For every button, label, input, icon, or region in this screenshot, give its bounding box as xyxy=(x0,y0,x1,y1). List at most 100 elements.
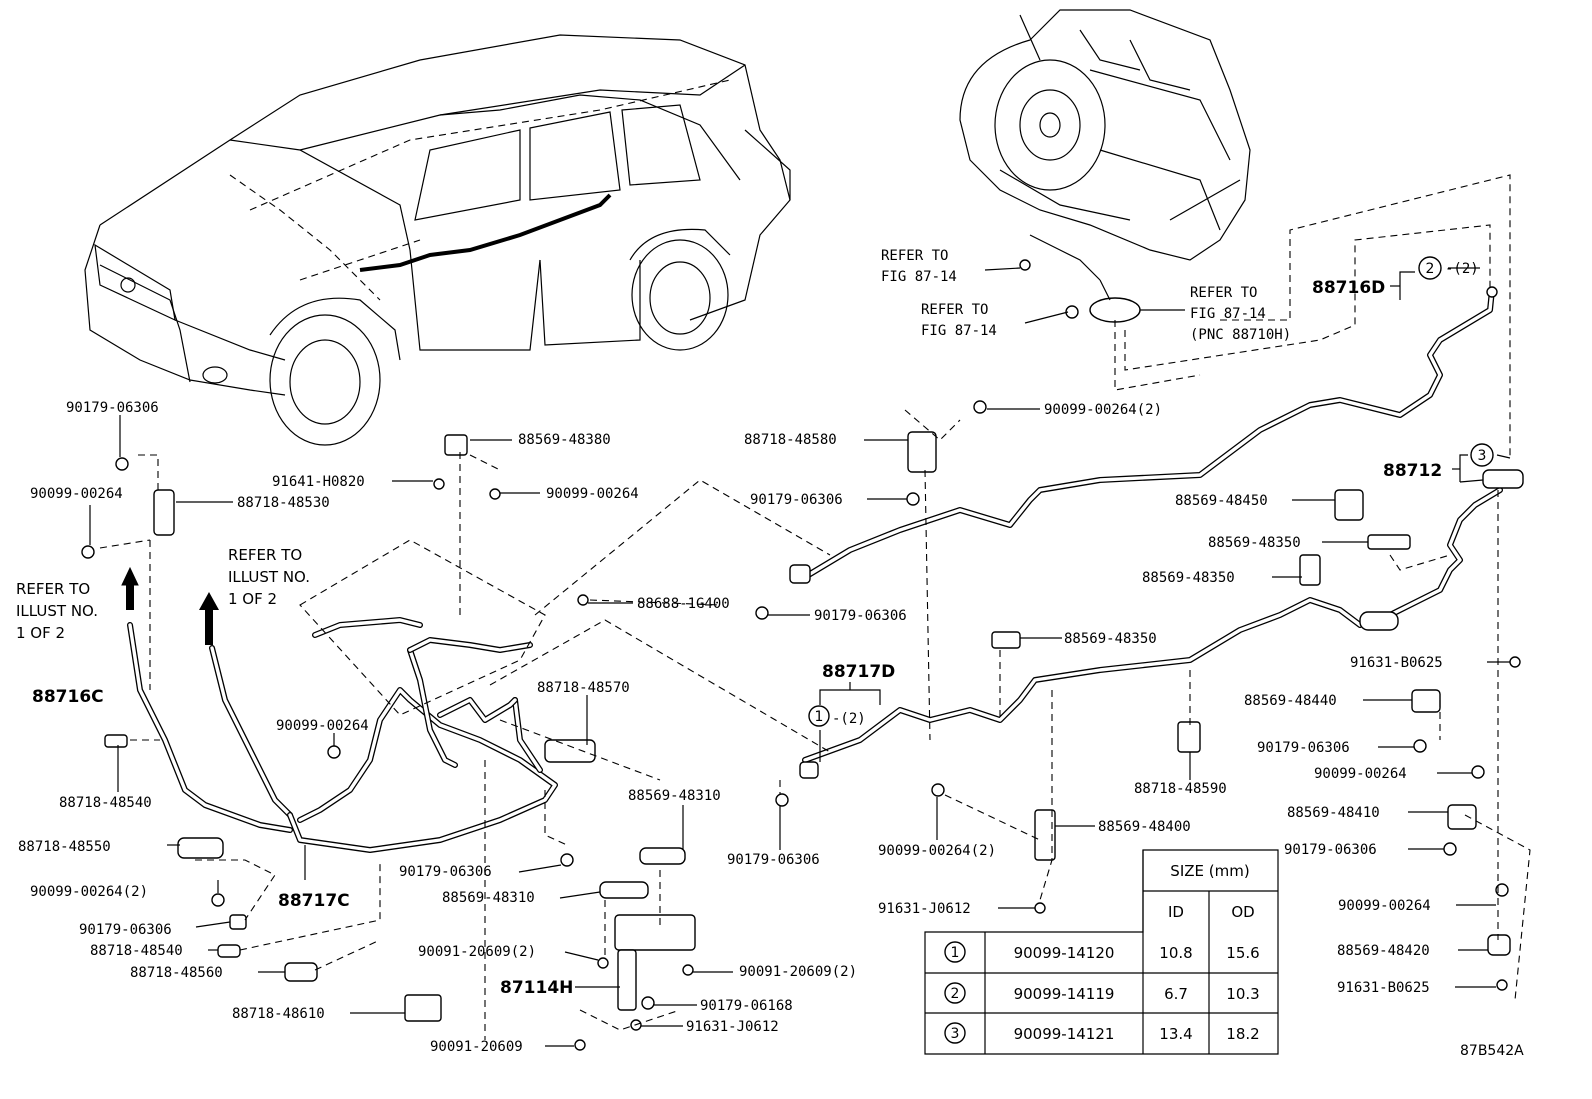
fitting-88716d xyxy=(1486,286,1498,298)
clamp-88569-48440 xyxy=(1411,689,1441,713)
label-88712: 88712 xyxy=(1383,461,1442,481)
label-90179-06168: 90179-06168 xyxy=(700,998,793,1014)
label-88716c: 88716C xyxy=(32,687,104,707)
label-88569-48350-b: 88569-48350 xyxy=(1142,570,1235,586)
clamp-88569-48350-c xyxy=(1367,534,1411,550)
clamp-88718-48580 xyxy=(907,431,937,473)
label-90099-00264-2b: 90099-00264(2) xyxy=(1044,402,1162,418)
leader-lines xyxy=(89,267,1511,1047)
refer-left-line3: 1 OF 2 xyxy=(16,624,65,642)
label-circle2-qty: -(2) xyxy=(1445,261,1479,277)
clamp-88569-48450 xyxy=(1334,489,1364,521)
fitting-88712 xyxy=(1482,469,1524,489)
label-90179-06306-h: 90179-06306 xyxy=(1284,842,1377,858)
dashed-guides xyxy=(99,174,1531,1040)
bolt-90099-00264-b xyxy=(489,488,501,500)
label-90099-00264-a: 90099-00264 xyxy=(30,486,123,502)
hvac-fittings xyxy=(1019,234,1141,323)
size-table: SIZE (mm) ID OD 1 90099-14120 10.8 15.6 … xyxy=(924,849,1279,1055)
label-88717c: 88717C xyxy=(278,891,350,911)
circle-ref-3 xyxy=(1470,443,1494,467)
clamp-88718-48590 xyxy=(1177,721,1201,753)
refer-mid-line3: 1 OF 2 xyxy=(228,590,277,608)
label-88718-48590: 88718-48590 xyxy=(1134,781,1227,797)
circle-ref-2-text: 2 xyxy=(1426,261,1435,277)
clamp-88718-48540-a xyxy=(104,734,128,748)
label-91631-b0625-a: 91631-B0625 xyxy=(1350,655,1443,671)
rear-ac-unit-illustration xyxy=(959,9,1251,261)
refer-fig-a-line1: REFER TO xyxy=(881,248,948,264)
label-88569-48380: 88569-48380 xyxy=(518,432,611,448)
pipes xyxy=(127,287,1503,853)
bolt-90099-00264-d xyxy=(1471,765,1485,779)
label-88718-48560: 88718-48560 xyxy=(130,965,223,981)
table-row1-id: 10.8 xyxy=(1159,944,1192,962)
refer-fig-c-line2: FIG 87-14 xyxy=(1190,306,1266,322)
table-row2-id: 6.7 xyxy=(1164,985,1188,1003)
bolt-90099-00264-2b xyxy=(973,400,987,414)
refer-left-line1: REFER TO xyxy=(16,580,90,598)
clamp-88569-48350-a xyxy=(991,631,1021,649)
clamp-88569-48410 xyxy=(1447,804,1477,830)
circle-ref-1-text: 1 xyxy=(815,709,824,725)
label-90179-06306-e: 90179-06306 xyxy=(399,864,492,880)
label-circle1-qty: -(2) xyxy=(832,711,866,727)
table-row3-part: 90099-14121 xyxy=(1014,1025,1115,1043)
label-88718-48580: 88718-48580 xyxy=(744,432,837,448)
bolt-90099-00264-a xyxy=(81,545,95,559)
size-table-col-od: OD xyxy=(1231,903,1254,921)
bolt-91631-b0625-b xyxy=(1496,979,1508,991)
label-90099-00264-2a: 90099-00264(2) xyxy=(30,884,148,900)
table-row1-circle xyxy=(944,941,966,963)
label-90099-00264-c: 90099-00264 xyxy=(276,718,369,734)
clamp-88569-48400 xyxy=(1034,809,1056,861)
refer-left-line2: ILLUST NO. xyxy=(16,602,98,620)
label-90099-00264-2c: 90099-00264(2) xyxy=(878,843,996,859)
label-88569-48400: 88569-48400 xyxy=(1098,819,1191,835)
label-88569-48420: 88569-48420 xyxy=(1337,943,1430,959)
label-88688-1g400: 88688-1G400 xyxy=(637,596,730,612)
bolt-91641-h0820 xyxy=(433,478,445,490)
label-88569-48310-a: 88569-48310 xyxy=(628,788,721,804)
label-91631-j0612-b: 91631-J0612 xyxy=(878,901,971,917)
label-88569-48350-c: 88569-48350 xyxy=(1208,535,1301,551)
nut-90179-06306-f xyxy=(775,793,789,807)
table-row2-num: 2 xyxy=(951,986,960,1002)
label-90091-20609-2a: 90091-20609(2) xyxy=(418,944,536,960)
table-row1-part: 90099-14120 xyxy=(1014,944,1115,962)
clamp-88718-48540-b xyxy=(217,944,241,958)
refer-fig-a-line2: FIG 87-14 xyxy=(881,269,957,285)
table-row1-od: 15.6 xyxy=(1226,944,1259,962)
nut-90179-06306-h xyxy=(1443,842,1457,856)
nut-90179-06306-b xyxy=(229,914,247,930)
size-table-header: SIZE (mm) xyxy=(1170,862,1249,880)
vehicle-illustration xyxy=(84,34,791,446)
label-90179-06306-b: 90179-06306 xyxy=(79,922,172,938)
bolt-91631-j0612-b xyxy=(1034,902,1046,914)
clamp-88569-48420 xyxy=(1487,934,1511,956)
table-row3-id: 13.4 xyxy=(1159,1025,1192,1043)
label-88718-48540-a: 88718-48540 xyxy=(59,795,152,811)
refer-fig-c-line1: REFER TO xyxy=(1190,285,1257,301)
clamp-88718-48560 xyxy=(284,962,318,982)
bolt-90099-00264-e xyxy=(1495,883,1509,897)
bracket-87114h xyxy=(614,914,696,951)
nut-90179-06168 xyxy=(641,996,655,1010)
table-row3-num: 3 xyxy=(951,1026,960,1042)
circle-ref-1 xyxy=(808,705,830,727)
label-90099-00264-b: 90099-00264 xyxy=(546,486,639,502)
label-91631-b0625-b: 91631-B0625 xyxy=(1337,980,1430,996)
clamp-88569-48310-a xyxy=(639,847,686,865)
clip-88717d xyxy=(799,761,819,779)
bracket-88718-48610 xyxy=(404,994,442,1022)
bracket-87114h-leg xyxy=(617,949,637,1011)
label-90099-00264-e: 90099-00264 xyxy=(1338,898,1431,914)
table-row2-od: 10.3 xyxy=(1226,985,1259,1003)
label-91631-j0612-a: 91631-J0612 xyxy=(686,1019,779,1035)
table-row1-num: 1 xyxy=(951,945,960,961)
label-88569-48350-a: 88569-48350 xyxy=(1064,631,1157,647)
clamp-88569-48350-b xyxy=(1299,554,1321,586)
clamp-88718-48530 xyxy=(153,489,175,536)
nut-90179-06306-c xyxy=(906,492,920,506)
bolt-90091-20609-2a xyxy=(597,957,609,969)
